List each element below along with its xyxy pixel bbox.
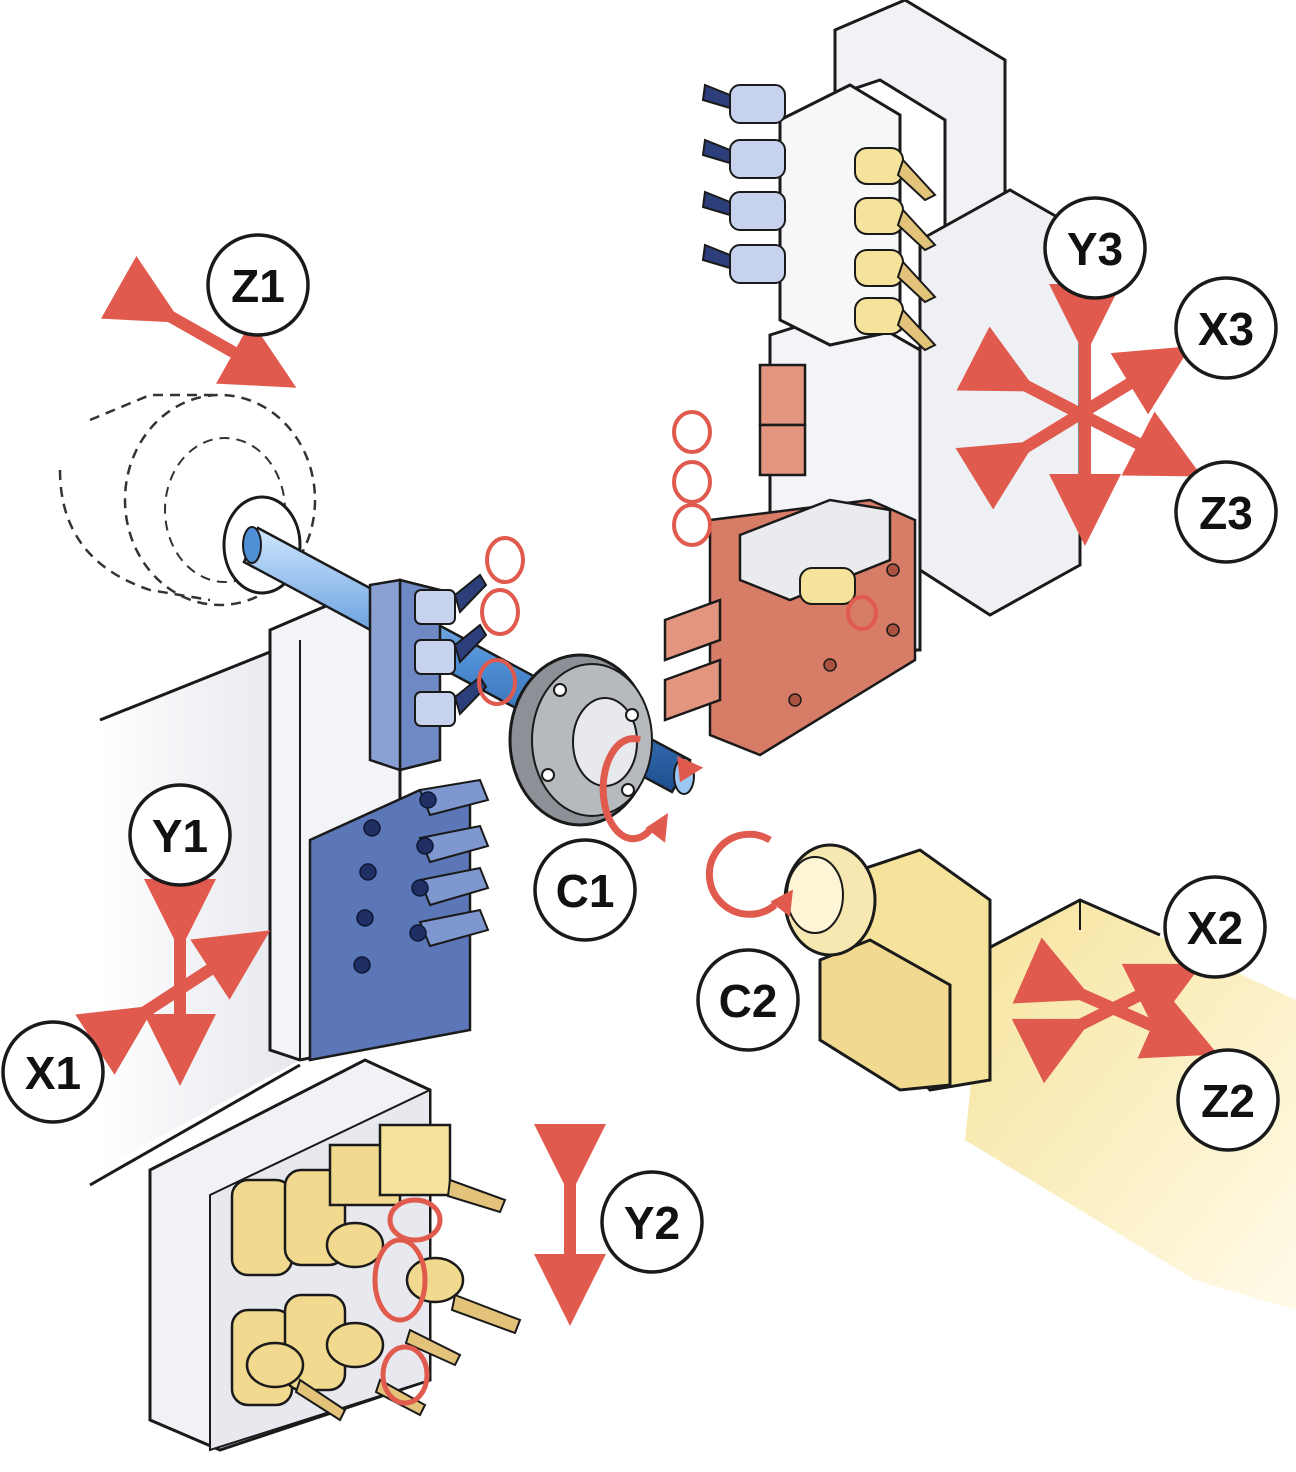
svg-text:Y2: Y2 xyxy=(624,1197,680,1249)
turret-3-tool-rotation-arrows xyxy=(672,410,878,631)
y3-x3-z3-arrows xyxy=(955,284,1203,546)
turret-1-drill-tools xyxy=(414,573,488,727)
y1-x1-arrows xyxy=(75,879,271,1086)
turret-3-live-tools-right xyxy=(854,147,937,352)
rotation-arrows xyxy=(372,410,878,1406)
axis-label-x1: X1 xyxy=(1,1020,105,1124)
axis-label-x3: X3 xyxy=(1174,276,1278,380)
svg-text:X3: X3 xyxy=(1198,303,1254,355)
svg-text:X1: X1 xyxy=(25,1047,81,1099)
axis-label-y1: Y1 xyxy=(128,783,232,887)
axis-label-z1: Z1 xyxy=(206,233,310,337)
axis-label-c2: C2 xyxy=(696,948,800,1052)
turret-1-cutting-tools xyxy=(418,778,490,948)
turret-1-tool-block xyxy=(308,573,490,1062)
svg-text:Z1: Z1 xyxy=(231,260,285,312)
turret-3-live-tools-left xyxy=(701,83,786,284)
axis-label-z2: Z2 xyxy=(1176,1048,1280,1152)
svg-text:Z3: Z3 xyxy=(1199,487,1253,539)
motion-arrows xyxy=(75,255,1218,1326)
main-chuck-flange xyxy=(508,653,653,827)
z1-arrow xyxy=(100,255,297,388)
x2-z2-arrows xyxy=(1011,937,1218,1084)
turret-2-tool-block xyxy=(148,1058,522,1452)
svg-text:X2: X2 xyxy=(1187,902,1243,954)
axis-label-z3: Z3 xyxy=(1174,460,1278,564)
turret-1-tool-rotation-arrows xyxy=(477,536,525,706)
svg-text:Y1: Y1 xyxy=(152,810,208,862)
svg-text:C1: C1 xyxy=(556,865,615,917)
c2-rotation-arrow xyxy=(705,830,794,918)
axis-label-y3: Y3 xyxy=(1043,196,1147,300)
axis-label-y2: Y2 xyxy=(600,1170,704,1274)
svg-text:C2: C2 xyxy=(719,975,778,1027)
svg-text:Y3: Y3 xyxy=(1067,223,1123,275)
axis-label-c1: C1 xyxy=(533,838,637,942)
svg-text:Z2: Z2 xyxy=(1201,1075,1255,1127)
turret-1-bolts xyxy=(353,791,437,974)
c1-rotation-arrow xyxy=(599,735,704,843)
turret-3-boring-holder xyxy=(738,498,892,605)
axis-label-x2: X2 xyxy=(1163,875,1267,979)
axis-labels: Z1 Y1 X1 C1 Y2 C2 X2 Z2 xyxy=(1,196,1280,1274)
turret-3-bolts xyxy=(788,563,900,707)
turret-2-tool-rotation-arrows xyxy=(372,1197,443,1406)
turret-2-drill-tools xyxy=(294,1178,522,1422)
